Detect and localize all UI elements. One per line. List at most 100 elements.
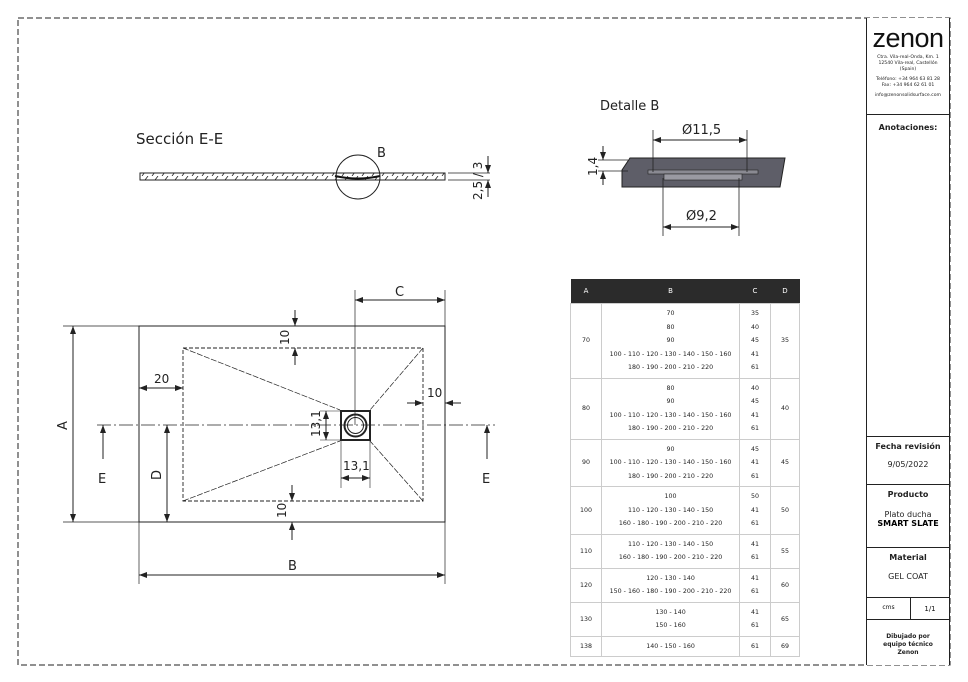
cell-b-line: 180 - 190 - 200 - 210 - 220 (627, 425, 714, 432)
col-header-d: D (770, 279, 800, 304)
col-header-b: B (601, 279, 740, 304)
cell-a: 130 (569, 601, 603, 637)
cell-d: 40 (769, 377, 801, 440)
cell-d: 69 (769, 635, 801, 657)
address-line: (Spain) (899, 67, 917, 72)
address-line: Ctra. Vila-real-Onda, Km. 1 (877, 55, 939, 60)
dim-c-label: C (395, 285, 404, 300)
cell-c: 41 61 (739, 533, 771, 569)
cell-c-line: 35 (750, 310, 759, 317)
cell-b: 100 110 - 120 - 130 - 140 - 150 160 - 180 … (601, 486, 741, 535)
cell-c-line: 41 (750, 411, 759, 419)
cell-b: 140 - 150 - 160 (601, 635, 741, 657)
cell-c-line: 40 (750, 323, 759, 331)
cell-c-line: 45 (750, 445, 759, 453)
cell-b-line: 110 - 120 - 130 - 140 - 150 (627, 506, 714, 514)
cell-d: 65 (769, 601, 801, 637)
cell-b-line: 180 - 190 - 200 - 210 - 220 (627, 364, 714, 371)
margin-right: 10 (427, 386, 442, 400)
cell-b-line: 90 (666, 337, 675, 344)
drain-square (340, 410, 371, 441)
cell-d: 35 (769, 303, 801, 379)
margin-top: 10 (278, 330, 292, 345)
cell-c-line: 41 (750, 574, 759, 582)
phone: Teléfono: +34 964 63 81 28 (876, 77, 940, 82)
address-line: 12540 Vila-real, Castellón (878, 61, 938, 66)
notes-section: Anotaciones: (867, 115, 949, 437)
cell-a: 120 (569, 567, 603, 603)
outer-diameter: Ø11,5 (682, 123, 721, 138)
plan-labels: A B C D E E 10 10 20 10 13,1 13,1 (56, 285, 490, 574)
revision-section: Fecha revisión 9/05/2022 (867, 437, 949, 485)
material-value: GEL COAT (888, 572, 928, 581)
cell-a: 138 (569, 635, 603, 657)
sheet-border (17, 17, 951, 666)
cell-b-line: 100 (664, 493, 677, 500)
fax: Fax: +34 964 62 61 01 (881, 83, 935, 88)
cell-c-line: 61 (750, 472, 759, 480)
cell-c-line: 45 (750, 337, 759, 344)
detail-height: 1,4 (586, 157, 600, 176)
cell-c: 61 (739, 635, 771, 657)
cell-d: 60 (769, 567, 801, 603)
cell-a: 110 (569, 533, 603, 569)
title-block: zenon Ctra. Vila-real-Onda, Km. 1 12540 … (866, 18, 950, 665)
product-label: Producto (887, 490, 929, 499)
cell-d: 45 (769, 438, 801, 487)
revision-label: Fecha revisión (875, 442, 941, 451)
notes-label: Anotaciones: (878, 123, 938, 132)
cell-c-line: 41 (750, 506, 759, 514)
cell-b-line: 130 - 140 (655, 608, 686, 616)
dim-b-label: B (288, 559, 297, 574)
inner-diameter: Ø9,2 (686, 209, 717, 224)
cell-b-line: 80 (666, 323, 675, 331)
cell-c-line: 61 (750, 554, 759, 561)
cell-c-line: 41 (750, 608, 759, 616)
cell-b-line: 90 (666, 398, 675, 405)
margin-bottom: 10 (275, 503, 289, 518)
cell-d: 55 (769, 533, 801, 569)
product-line: Plato ducha (884, 510, 932, 519)
material-section: Material GEL COAT (867, 548, 949, 598)
cell-b-line: 160 - 180 - 190 - 200 - 210 - 220 (618, 520, 723, 527)
email: info@zenonsolidsurface.com (874, 93, 941, 98)
section-view: Sección E-E B 2,5 / 3 (136, 130, 491, 200)
cell-d: 50 (769, 486, 801, 535)
cell-c-line: 61 (750, 520, 759, 527)
cell-b-line: 80 (666, 384, 675, 392)
cell-c-line: 50 (750, 493, 759, 500)
cell-a: 90 (569, 438, 603, 487)
detail-view: Detalle B Ø11,5 Ø9,2 1,4 (586, 99, 786, 236)
dim-d-label: D (150, 470, 165, 480)
cell-c-line: 41 (750, 540, 759, 548)
cell-b-line: 120 - 130 - 140 (646, 574, 695, 582)
cell-b-line: 100 - 110 - 120 - 130 - 140 - 150 - 160 (609, 459, 732, 466)
section-title: Sección E-E (136, 130, 223, 148)
sheet-number: 1/1 (924, 605, 936, 613)
drawn-by-section: Dibujado por equipo técnico Zenon (867, 620, 949, 665)
zenon-logo: zenon (872, 23, 944, 53)
drain-circle (343, 413, 368, 438)
cell-b-line: 70 (666, 310, 675, 317)
drawn-by: Dibujado por equipo técnico Zenon (883, 633, 933, 656)
cell-b-line: 100 - 110 - 120 - 130 - 140 - 150 - 160 (609, 350, 732, 358)
cell-b-line: 140 - 150 - 160 (646, 642, 695, 650)
col-header-c: C (739, 279, 771, 304)
revision-date: 9/05/2022 (887, 460, 929, 469)
cell-c-line: 40 (750, 384, 759, 392)
cell-c-line: 61 (750, 642, 759, 650)
material-label: Material (889, 553, 927, 562)
